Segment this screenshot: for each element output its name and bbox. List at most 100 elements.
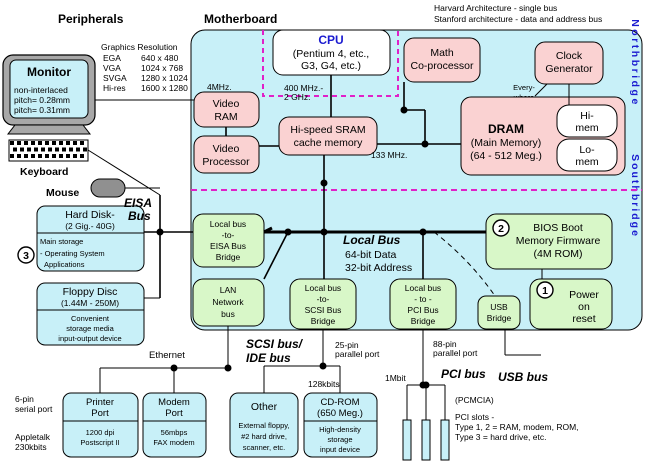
graphics-res: 1280 x 1024	[141, 73, 188, 83]
modem-line: Port	[165, 408, 183, 419]
power-line: reset	[572, 313, 595, 325]
step-3-number: 3	[23, 250, 29, 262]
eisa-label: EISA	[124, 196, 152, 210]
arch-harvard-text: Harvard Architecture - single bus	[434, 3, 557, 13]
parallel-label: 25-pin	[335, 340, 359, 350]
graphics-title: Graphics Resolution	[101, 42, 178, 52]
cpu-speed: 400 MHz.-	[284, 83, 323, 93]
eisa-bridge-line: Local bus	[210, 219, 246, 229]
graphics-res: 1024 x 768	[141, 63, 183, 73]
cdrom-desc: storage	[327, 435, 352, 444]
keyboard-key	[59, 141, 63, 145]
monitor-title: Monitor	[27, 65, 71, 79]
floppy-disc-box	[36, 282, 145, 346]
scsi-bridge-line: SCSI Bus	[305, 305, 342, 315]
lan-line: bus	[221, 309, 235, 319]
clock-line: Clock	[556, 50, 583, 62]
parallel-label: parallel port	[335, 349, 380, 359]
floppy-desc: input-output device	[58, 334, 121, 343]
keyboard-key	[69, 147, 73, 152]
other-desc: External floppy,	[238, 421, 289, 430]
clock-note: Every-	[513, 83, 535, 92]
step-2-badge	[492, 219, 510, 237]
serial-label: 6-pin	[15, 394, 34, 404]
video-ram-line: Video	[213, 98, 240, 110]
video-proc-line: Video	[213, 143, 240, 155]
eisa-label: Bus	[128, 209, 151, 223]
keyboard-key	[10, 154, 14, 158]
keyboard-key	[55, 147, 59, 152]
keyboard-key	[24, 141, 28, 145]
cdrom-desc: High-density	[319, 425, 361, 434]
eisa-bridge-line: Bridge	[216, 252, 241, 262]
scsi-bridge-line: Bridge	[311, 316, 336, 326]
keyboard-key	[20, 147, 24, 152]
mouse-label: Mouse	[46, 187, 79, 199]
arch-stanford-text: Stanford architecture - data and address…	[434, 14, 602, 24]
cdrom-desc: input device	[320, 445, 360, 454]
bios-line: (4M ROM)	[534, 248, 583, 260]
pci-parallel-label: parallel port	[433, 348, 478, 358]
keyboard-key	[24, 154, 28, 158]
usb-bridge-line: USB	[490, 302, 508, 312]
scsi-bus-label: SCSI bus/	[246, 337, 304, 351]
hi-mem-box	[556, 104, 618, 138]
peripherals-heading: Peripherals	[58, 12, 124, 26]
eisa-bridge-line: -to-	[222, 230, 235, 240]
keyboard-key	[52, 141, 56, 145]
hi-mem-line: Hi-	[580, 110, 594, 122]
other-desc: #2 hard drive,	[241, 432, 287, 441]
pci-speed-label: 1Mbit	[385, 373, 406, 383]
graphics-res: 640 x 480	[141, 53, 179, 63]
keyboard-key	[10, 141, 14, 145]
cpu-dashed-region	[262, 30, 399, 97]
southbridge-label: Southbridge	[629, 154, 641, 238]
scsi-bus-label: IDE bus	[246, 351, 291, 365]
graphics-mode: Hi-res	[103, 83, 126, 93]
keyboard-key	[66, 141, 70, 145]
pci-bridge-line: Local bus	[405, 283, 441, 293]
eisa-bridge-line: EISA Bus	[210, 241, 246, 251]
math-line: Co-processor	[410, 60, 474, 72]
sram-cache-box	[278, 116, 378, 156]
pci-slot	[440, 419, 450, 461]
hard-disk-desc: - Operating System	[40, 249, 105, 258]
keyboard-key	[45, 154, 49, 158]
dram-line: (Main Memory)	[471, 137, 542, 149]
printer-line: Printer	[86, 397, 114, 408]
scsi-speed-label: 128kbits	[308, 379, 340, 389]
step-1-number: 1	[542, 285, 548, 297]
graphics-mode: EGA	[103, 53, 121, 63]
pci-parallel-label: 88-pin	[433, 339, 457, 349]
lan-line: LAN	[220, 285, 237, 295]
floppy-desc: Convenient	[71, 314, 110, 323]
appletalk-label: Appletalk	[15, 432, 51, 442]
modem-desc: 56mbps	[161, 428, 188, 437]
graphics-mode: VGA	[103, 63, 121, 73]
keyboard-key	[62, 147, 66, 152]
modem-desc: FAX modem	[153, 438, 194, 447]
connection-lines	[87, 75, 570, 420]
serial-label: serial port	[15, 404, 53, 414]
keyboard-keys	[10, 141, 87, 158]
cdrom-line: CD-ROM	[320, 397, 359, 408]
graphics-res: 1600 x 1280	[141, 83, 188, 93]
keyboard-key	[38, 141, 42, 145]
keyboard-key	[80, 154, 84, 158]
pci-slot	[402, 419, 412, 461]
step-2-number: 2	[498, 223, 504, 235]
lan-line: Network	[212, 297, 244, 307]
keyboard-key	[31, 141, 35, 145]
hard-disk-desc: Main storage	[40, 237, 83, 246]
lo-mem-line: mem	[575, 156, 599, 168]
northbridge-label: Northbridge	[629, 19, 641, 107]
lo-mem-line: Lo-	[579, 144, 595, 156]
floppy-desc: storage media	[66, 324, 114, 333]
keyboard-key	[83, 147, 87, 152]
floppy-capacity: (1.44M - 250M)	[61, 298, 119, 308]
monitor-line: pitch= 0.28mm	[14, 95, 70, 105]
pci-slots-line: PCI slots -	[455, 412, 494, 422]
scsi-bridge-line: Local bus	[305, 283, 341, 293]
cpu-line: G3, G4, etc.)	[301, 60, 361, 72]
